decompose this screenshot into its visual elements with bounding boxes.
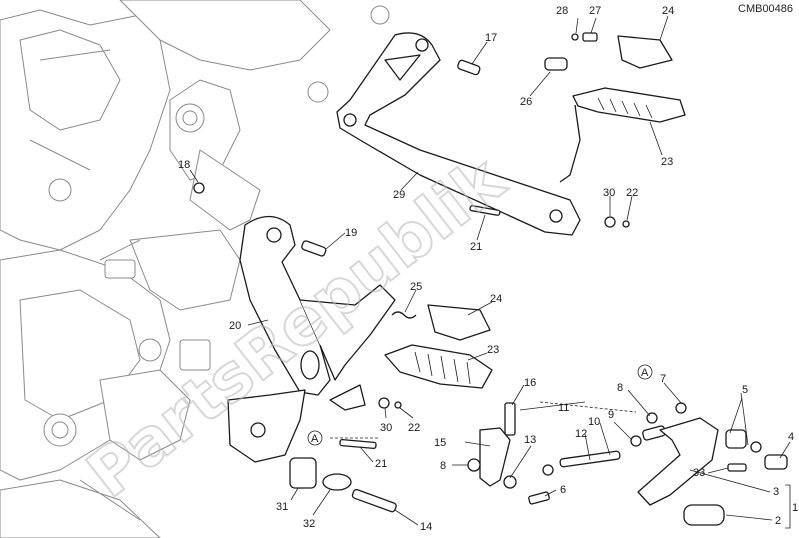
callout-label: 22 — [408, 422, 420, 434]
callout-label: 23 — [487, 344, 499, 356]
lower-small-parts — [289, 240, 402, 513]
callout-label: 26 — [520, 96, 532, 108]
reference-marker: A — [641, 367, 649, 379]
callout-label: 33 — [693, 467, 705, 479]
lower-footrest-peg — [329, 304, 493, 411]
callout-labels: 28 27 24 17 26 23 18 29 30 22 21 19 25 2… — [178, 5, 798, 533]
engine-frame-outline — [0, 0, 390, 538]
callout-label: 9 — [608, 409, 614, 421]
upper-footrest-bracket — [336, 32, 581, 236]
callout-label: 16 — [524, 377, 536, 389]
callout-label: 13 — [524, 434, 536, 446]
reference-marker: A — [311, 433, 319, 445]
callout-label: 12 — [575, 428, 587, 440]
callout-label: 29 — [393, 189, 405, 201]
leader-lines — [189, 15, 791, 529]
callout-label: 15 — [434, 437, 446, 449]
callout-label: 28 — [556, 5, 568, 17]
callout-label: 24 — [490, 293, 502, 305]
drawing-code: CMB00486 — [738, 3, 793, 15]
callout-label: 7 — [660, 373, 666, 385]
callout-label: 23 — [661, 156, 673, 168]
callout-label: 10 — [588, 416, 600, 428]
callout-label: 19 — [345, 227, 357, 239]
callout-label: 18 — [178, 159, 190, 171]
callout-label: 25 — [410, 281, 422, 293]
callout-label: 22 — [626, 187, 638, 199]
upper-small-parts — [193, 32, 630, 228]
callout-label: 11 — [558, 402, 569, 414]
callout-label: 6 — [560, 484, 566, 496]
gear-shift-linkage — [467, 402, 788, 526]
callout-label: 3 — [773, 486, 779, 498]
callout-label: 20 — [229, 320, 241, 332]
callout-label: 1 — [792, 502, 798, 514]
callout-label: 32 — [303, 518, 315, 530]
callout-label: 5 — [742, 384, 748, 396]
callout-label: 8 — [617, 382, 623, 394]
callout-label: 21 — [375, 458, 387, 470]
callout-label: 24 — [662, 5, 674, 17]
callout-label: 27 — [589, 5, 601, 17]
callout-label: 4 — [788, 431, 794, 443]
callout-label: 21 — [470, 241, 482, 253]
callout-label: 8 — [440, 460, 446, 472]
callout-label: 31 — [276, 501, 288, 513]
callout-label: 30 — [380, 422, 392, 434]
lower-footrest-bracket — [227, 215, 396, 463]
callout-label: 17 — [485, 32, 497, 44]
callout-label: 14 — [420, 521, 432, 533]
callout-label: 30 — [603, 187, 615, 199]
upper-footrest-peg — [559, 35, 686, 183]
callout-label: 2 — [775, 515, 781, 527]
